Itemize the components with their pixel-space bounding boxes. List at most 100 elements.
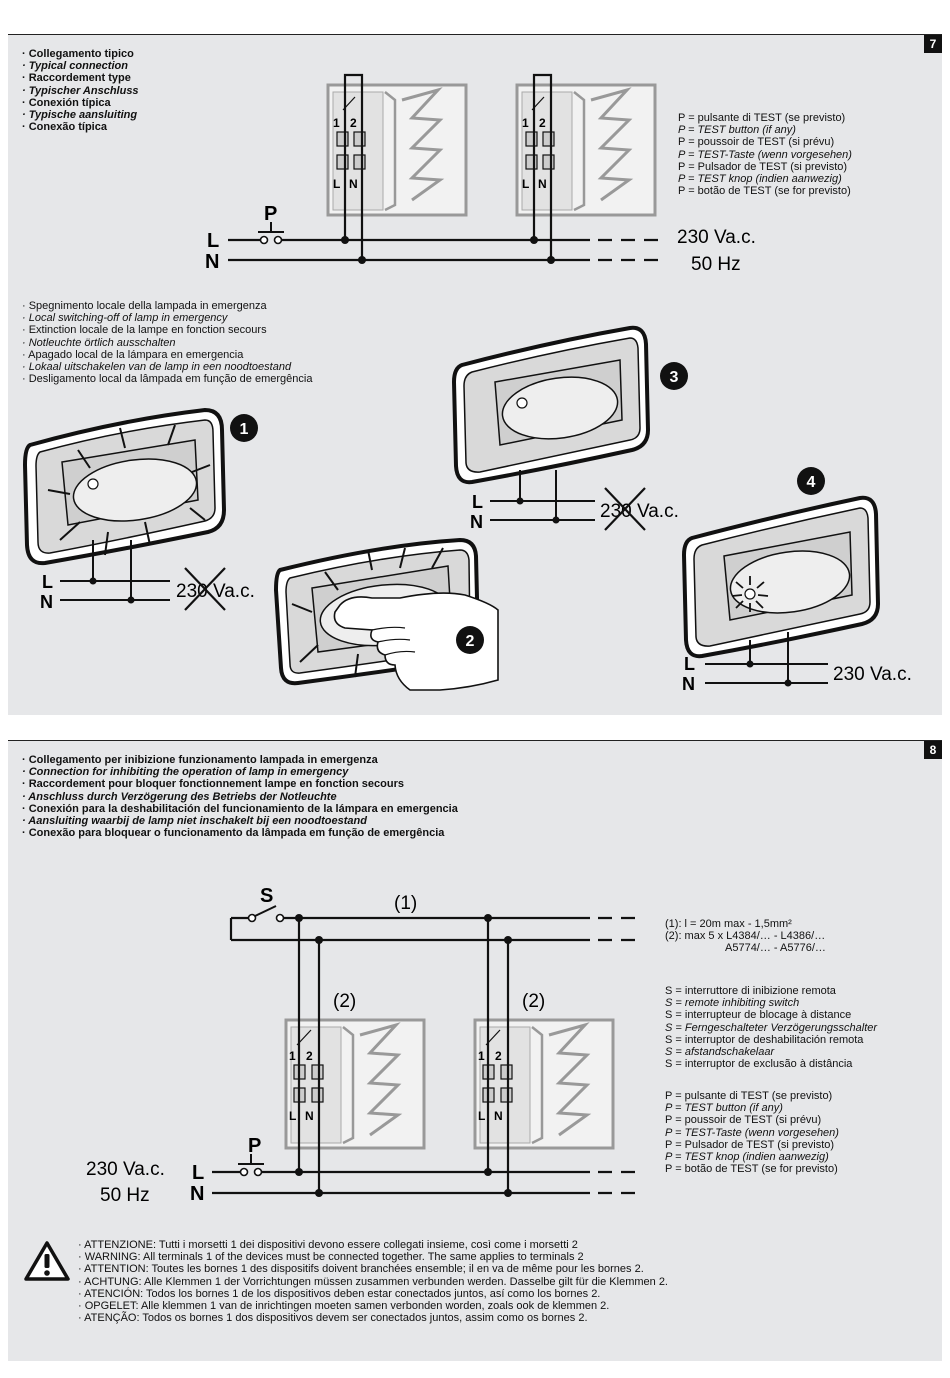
device-a-terminal-l: L [333, 177, 340, 191]
warning-line: · ATTENTION: Toutes les bornes 1 des dis… [78, 1263, 644, 1276]
device-c-terminal-1: 1 [289, 1049, 296, 1063]
step-1-label-n: N [40, 592, 53, 612]
pushbutton2-label-p: P [248, 1135, 261, 1157]
bus-label-n: N [205, 251, 219, 273]
device-a-terminal-1: 1 [333, 116, 340, 130]
warning-icon [24, 1241, 70, 1281]
device-d-terminal-l: L [478, 1109, 485, 1123]
text-line: P = pulsante di TEST (se previsto) [665, 1090, 833, 1102]
text-line: · Raccordement pour bloquer fonctionneme… [22, 778, 404, 791]
device-a-terminal-n: N [349, 177, 358, 191]
warning-line: · ACHTUNG: Alle Klemmen 1 der Vorrichtun… [78, 1275, 668, 1288]
step-4-label-l: L [684, 654, 695, 674]
text-line: S = interrupteur de blocage à distance [665, 1009, 852, 1022]
section-8-title: · Collegamento per inibizione funzioname… [22, 754, 458, 839]
section-7-p-legend: P = pulsante di TEST (se previsto)P = TE… [678, 112, 852, 197]
text-line: P = poussoir de TEST (si prévu) [665, 1114, 822, 1127]
cable-notes: (1): l = 20m max - 1,5mm² (2): max 5 x L… [665, 918, 826, 955]
text-line: P = pulsante di TEST (se previsto) [678, 112, 846, 124]
text-line: S = interruptor de exclusão à distância [665, 1058, 853, 1071]
device-a [326, 73, 468, 260]
text-line: P = TEST-Taste (wenn vorgesehen) [665, 1126, 839, 1139]
text-line: S = afstandschakelaar [665, 1046, 775, 1059]
step-1-number: 1 [240, 421, 249, 438]
step-4-label-n: N [682, 674, 695, 694]
device-b-terminal-1: 1 [522, 116, 529, 130]
step-4-badge [797, 467, 825, 495]
text-line: P = poussoir de TEST (si prévu) [678, 136, 835, 149]
cable-note-3: A5774/… - A5776/… [725, 942, 826, 955]
device-b-terminal-n: N [538, 177, 547, 191]
text-line: S = remote inhibiting switch [665, 997, 800, 1010]
text-line: · Lokaal uitschakelen van de lamp in een… [22, 361, 292, 374]
step-1-cross-icon [184, 567, 226, 611]
cable-note-2: (2): max 5 x L4384/… - L4386/… [665, 930, 826, 943]
step-3-label-n: N [470, 512, 483, 532]
bus2-label-l: L [192, 1162, 204, 1184]
device-c-terminal-2: 2 [306, 1049, 313, 1063]
supply-voltage: 230 Va.c. [677, 227, 756, 248]
step-4-number: 4 [807, 474, 816, 491]
text-line: S = Ferngeschalteter Verzögerungsschalte… [665, 1021, 878, 1034]
text-line: · Apagado local de la lámpara en emergen… [22, 348, 244, 361]
text-line: · Connection for inhibiting the operatio… [22, 766, 349, 779]
text-line: P = TEST button (if any) [678, 124, 796, 137]
step-3-badge [660, 362, 688, 390]
device-d-terminal-2: 2 [495, 1049, 502, 1063]
warning-line: · ATENÇÃO: Todos os bornes 1 dos disposi… [78, 1312, 588, 1325]
device-d-terminal-n: N [494, 1109, 503, 1123]
section-7-number: 7 [924, 35, 942, 53]
text-line: · Desligamento local da lâmpada em funçã… [22, 373, 313, 386]
pushbutton-label-p: P [264, 203, 277, 225]
warning-line: · WARNING: All terminals 1 of the device… [78, 1251, 584, 1264]
text-line: · Conexión para la deshabilitación del f… [22, 802, 458, 815]
step-3-number: 3 [670, 369, 679, 386]
text-line: P = Pulsador de TEST (si previsto) [678, 160, 848, 173]
supply2-voltage: 230 Va.c. [86, 1159, 165, 1180]
step-1-label-l: L [42, 572, 53, 592]
lamp-step-2 [273, 537, 499, 691]
device-c-terminal-l: L [289, 1109, 296, 1123]
device-b-terminal-2: 2 [539, 116, 546, 130]
step-1-badge [230, 414, 258, 442]
p-legend-2: P = pulsante di TEST (se previsto)P = TE… [665, 1090, 839, 1175]
device-c [284, 918, 426, 1193]
step-4-voltage-on: 230 Va.c. [833, 664, 912, 685]
warning-line: · OPGELET: Alle klemmen 1 van de inricht… [78, 1300, 610, 1313]
text-line: · Typische aansluiting [22, 109, 138, 122]
warning-line: · ATENCIÓN: Todos los bornes 1 de los di… [78, 1287, 601, 1300]
text-line: · Typischer Anschluss [22, 84, 139, 97]
cable-label-1: (1) [394, 893, 417, 914]
text-line: · Spegnimento locale della lampada in em… [22, 300, 267, 312]
step-2-number: 2 [466, 633, 475, 650]
section-8-number: 8 [924, 741, 942, 759]
text-line: · Raccordement type [22, 72, 131, 85]
text-line: P = TEST knop (indien aanwezig) [665, 1151, 829, 1164]
text-line: · Conexão para bloquear o funcionamento … [22, 827, 445, 840]
bus-label-l: L [207, 230, 219, 252]
device-b [515, 73, 657, 260]
warning-line: · ATTENZIONE: Tutti i morsetti 1 dei dis… [78, 1239, 578, 1251]
text-line: P = botão de TEST (se for previsto) [665, 1163, 838, 1176]
lamp-step-4 [681, 495, 881, 659]
lamp-step-1 [22, 407, 227, 566]
device-d-terminal-1: 1 [478, 1049, 485, 1063]
device-c-terminal-n: N [305, 1109, 314, 1123]
typical-connection-diagram: 1 2 L N 1 2 L N L N P 230 Va.c. 50 Hz [205, 73, 756, 275]
step-3-cross-icon [604, 487, 646, 531]
text-line: S = interruptor de deshabilitación remot… [665, 1033, 864, 1046]
text-line: P = TEST button (if any) [665, 1102, 783, 1115]
text-line: P = botão de TEST (se for previsto) [678, 185, 851, 198]
text-line: · Conexão típica [22, 121, 107, 134]
text-line: · Conexión típica [22, 96, 111, 109]
step-3-voltage-off: 230 Va.c. [600, 501, 679, 522]
test-pushbutton-p-2 [238, 1154, 264, 1177]
section-7-title: · Collegamento tipico· Typical connectio… [22, 48, 139, 133]
switch-label-s: S [260, 885, 273, 907]
step-1-voltage-off: 230 Va.c. [176, 581, 255, 602]
device-d [473, 918, 615, 1193]
warning-text: · ATTENZIONE: Tutti i morsetti 1 dei dis… [78, 1239, 668, 1324]
lamp-step-3 [451, 325, 651, 485]
